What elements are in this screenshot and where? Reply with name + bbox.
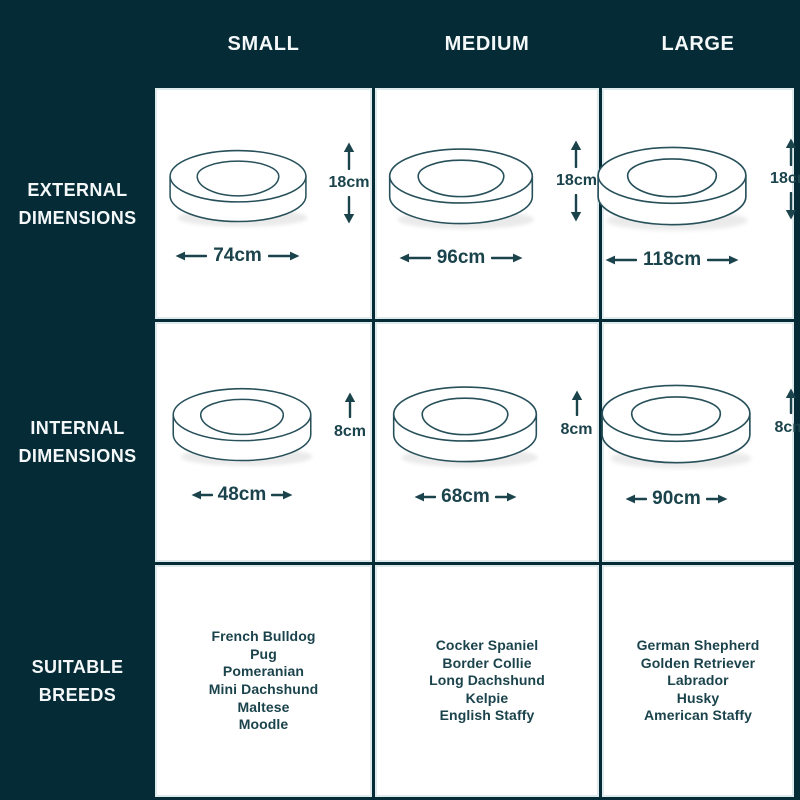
- cell-internal-small: 48cm 8cm: [155, 322, 372, 562]
- width-dimension: 90cm: [625, 488, 728, 510]
- right-arrow-icon: [494, 492, 517, 502]
- right-arrow-icon: [267, 251, 300, 261]
- up-arrow-icon: [344, 392, 356, 418]
- right-arrow-icon: [271, 490, 293, 500]
- right-arrow-icon: [705, 494, 728, 503]
- width-label: 96cm: [436, 247, 486, 269]
- left-arrow-icon: [399, 253, 431, 263]
- cell-internal-large: 90cm 8cm: [601, 322, 800, 562]
- height-dimension: 8cm: [774, 388, 800, 437]
- width-dimension: 118cm: [605, 249, 739, 271]
- right-arrow-icon: [491, 253, 523, 263]
- width-dimension: 74cm: [175, 245, 300, 267]
- chart-grid: 74cm 18cm: [155, 88, 800, 797]
- up-arrow-icon: [571, 140, 582, 168]
- height-dimension: 18cm: [770, 138, 800, 220]
- dog-bed-illustration: [393, 386, 539, 468]
- up-arrow-icon: [785, 388, 796, 415]
- left-arrow-icon: [605, 255, 637, 265]
- right-arrow-icon: [707, 255, 739, 265]
- up-arrow-icon: [571, 390, 582, 417]
- height-dimension: 18cm: [556, 140, 597, 222]
- cell-external-small: 74cm 18cm: [155, 88, 372, 319]
- up-arrow-icon: [343, 142, 355, 170]
- cell-external-large: 118cm 18cm: [597, 88, 800, 319]
- width-label: 48cm: [217, 484, 267, 506]
- dog-bed-illustration: [172, 387, 313, 466]
- cell-breeds-small: French Bulldog Pug Pomeranian Mini Dachs…: [155, 565, 372, 797]
- column-header-large: LARGE: [661, 32, 735, 55]
- down-arrow-icon: [571, 193, 582, 222]
- breed-list-medium: Cocker Spaniel Border Collie Long Dachsh…: [429, 636, 545, 724]
- cell-external-medium: 96cm 18cm: [375, 88, 599, 319]
- left-arrow-icon: [625, 494, 648, 503]
- width-label: 118cm: [642, 249, 702, 271]
- width-label: 74cm: [213, 245, 262, 267]
- width-label: 68cm: [441, 485, 490, 507]
- column-header-medium: MEDIUM: [444, 32, 530, 55]
- cell-breeds-large: German Shepherd Golden Retriever Labrado…: [602, 565, 794, 797]
- cell-breeds-medium: Cocker Spaniel Border Collie Long Dachsh…: [375, 565, 599, 797]
- width-label: 90cm: [652, 487, 701, 509]
- cell-internal-medium: 68cm 8cm: [375, 322, 599, 562]
- height-dimension: 8cm: [560, 390, 593, 439]
- height-label: 18cm: [770, 169, 800, 187]
- height-label: 8cm: [560, 421, 593, 439]
- width-dimension: 96cm: [399, 247, 524, 269]
- height-label: 8cm: [774, 419, 800, 437]
- height-label: 8cm: [333, 422, 367, 440]
- width-dimension: 68cm: [414, 486, 517, 508]
- height-dimension: 8cm: [334, 392, 366, 441]
- breed-list-large: German Shepherd Golden Retriever Labrado…: [636, 636, 760, 724]
- left-arrow-icon: [191, 490, 213, 500]
- dog-bed-illustration: [597, 146, 748, 231]
- dog-bed-illustration: [168, 149, 307, 227]
- width-dimension: 48cm: [191, 484, 294, 506]
- dog-bed-illustration: [601, 385, 752, 469]
- row-header-suitable-breeds: SUITABLE BREEDS: [31, 657, 124, 705]
- down-arrow-icon: [343, 195, 355, 224]
- up-arrow-icon: [785, 138, 796, 166]
- breed-list-small: French Bulldog Pug Pomeranian Mini Dachs…: [208, 628, 319, 733]
- row-headers: EXTERNAL DIMENSIONS INTERNAL DIMENSIONS …: [0, 88, 155, 797]
- left-arrow-icon: [175, 251, 208, 261]
- height-dimension: 18cm: [328, 142, 370, 224]
- height-label: 18cm: [328, 173, 370, 191]
- down-arrow-icon: [785, 191, 796, 220]
- column-header-small: SMALL: [227, 32, 300, 55]
- dog-bed-illustration: [388, 147, 534, 229]
- row-header-internal-dimensions: INTERNAL DIMENSIONS: [18, 418, 137, 466]
- column-headers: SMALL MEDIUM LARGE: [155, 0, 794, 88]
- height-label: 18cm: [556, 171, 597, 189]
- row-header-external-dimensions: EXTERNAL DIMENSIONS: [18, 179, 137, 228]
- left-arrow-icon: [414, 492, 437, 502]
